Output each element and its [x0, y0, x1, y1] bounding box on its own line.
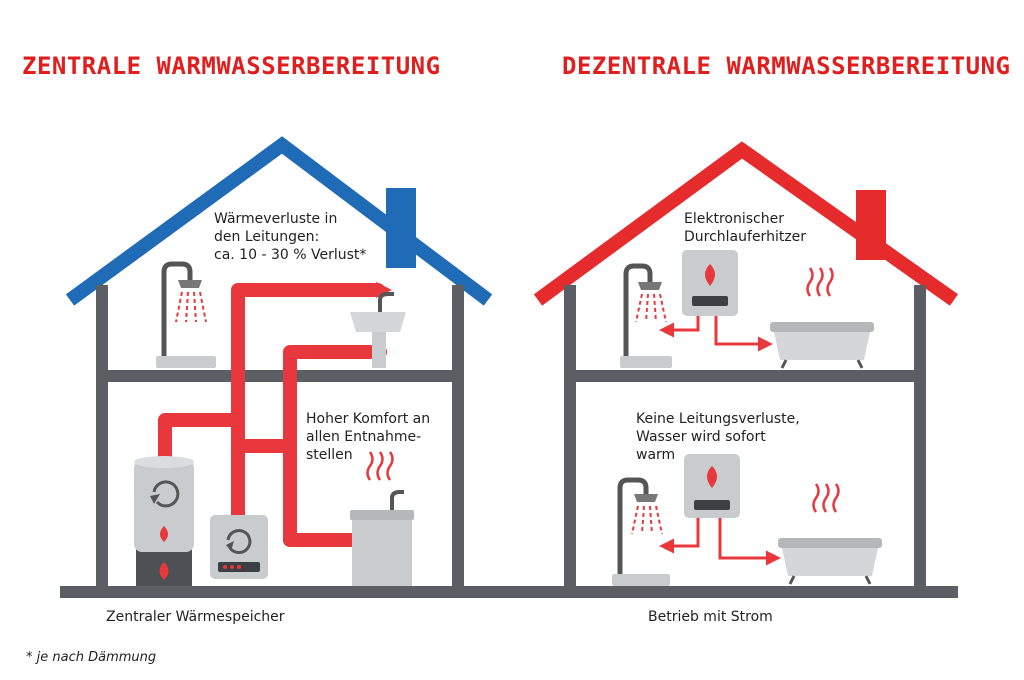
ground-line	[60, 586, 958, 598]
heat-waves-icon	[812, 483, 840, 513]
hot-water-pipes	[158, 283, 387, 547]
caption-electric-operation: Betrieb mit Strom	[648, 609, 773, 625]
water-heater-icon	[684, 454, 740, 518]
left-floor	[96, 370, 464, 382]
bathtub-icon	[778, 483, 882, 585]
label-electronic-heater: Elektronischer Durchlauferhitzer	[684, 211, 807, 245]
label-no-line-loss: Keine Leitungsverluste, Wasser wird sofo…	[636, 411, 800, 463]
right-floor	[564, 370, 926, 382]
right-roof	[533, 141, 959, 306]
shower-icon	[612, 477, 670, 586]
right-wall-right	[914, 285, 926, 590]
sink-icon	[350, 451, 414, 586]
left-house	[65, 136, 493, 590]
boiler-unit	[210, 515, 268, 579]
heat-waves-icon	[366, 451, 394, 481]
caption-central-storage: Zentraler Wärmespeicher	[106, 609, 285, 625]
heat-waves-icon	[806, 267, 834, 297]
flow-arrows	[659, 316, 773, 352]
left-wall-left	[96, 285, 108, 590]
water-heater-icon	[682, 250, 738, 316]
left-roof	[65, 136, 493, 306]
title-decentral: DEZENTRALE WARMWASSERBEREITUNG	[562, 52, 1011, 80]
shower-icon	[156, 261, 216, 368]
footnote: * je nach Dämmung	[26, 650, 157, 665]
right-wall-left	[564, 285, 576, 590]
left-wall-right	[452, 285, 464, 590]
flame-icon	[159, 562, 169, 580]
shower-icon	[620, 263, 672, 368]
title-central: ZENTRALE WARMWASSERBEREITUNG	[22, 52, 441, 80]
refresh-icon	[226, 529, 252, 555]
sink-icon	[350, 292, 406, 368]
flow-arrows	[659, 518, 781, 566]
flame-icon	[705, 264, 715, 286]
right-house	[533, 141, 959, 590]
storage-tank	[134, 456, 194, 586]
flame-icon	[707, 466, 717, 488]
refresh-icon	[150, 480, 180, 508]
label-high-comfort: Hoher Komfort an allen Entnahme- stellen	[306, 411, 431, 463]
bathtub-icon	[770, 267, 874, 369]
flame-icon	[160, 526, 168, 542]
label-heat-loss: Wärmeverluste in den Leitungen: ca. 10 -…	[214, 211, 367, 263]
